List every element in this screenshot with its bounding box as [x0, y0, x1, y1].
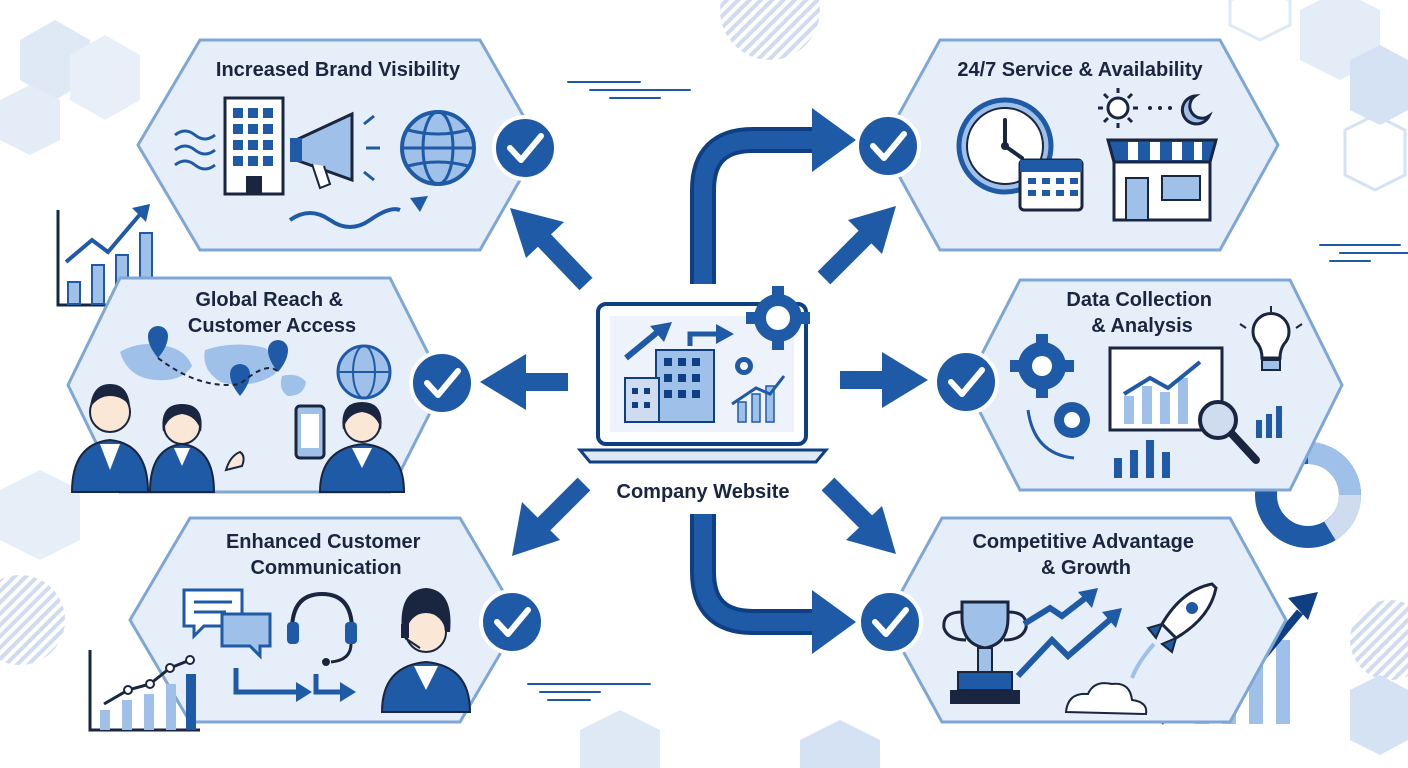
trophy-icon: [942, 600, 1028, 704]
globe-icon: [400, 110, 476, 186]
calendar-icon: [1018, 158, 1084, 212]
building-icon: [624, 349, 715, 423]
hand-icon: [224, 450, 245, 472]
check-icon: [479, 589, 545, 655]
benefit-global-reach: Global Reach & Customer Access: [66, 276, 475, 494]
magnifier-icon: [1198, 400, 1260, 464]
benefit-title: Competitive Advantage & Growth: [972, 531, 1199, 579]
benefit-customer-communication: Enhanced Customer Communication: [88, 516, 545, 732]
company-website-node: Company Website: [576, 286, 830, 503]
location-pin-icon: [148, 326, 288, 396]
trend-arrow-icon: [624, 322, 734, 361]
cloud-icon: [1064, 682, 1148, 716]
person-icon: [148, 404, 216, 493]
benefit-title: 24/7 Service & Availability: [957, 59, 1203, 81]
check-icon: [409, 350, 475, 416]
center-label: Company Website: [617, 481, 790, 503]
person-icon: [70, 384, 150, 493]
mini-bar-chart-icon: [1256, 406, 1282, 438]
bar-chart-icon: [731, 375, 786, 423]
gear-icon: [1010, 334, 1090, 460]
arrow-to-competitive-growth: [690, 477, 896, 654]
benefit-brand-visibility: Increased Brand Visibility: [136, 38, 558, 252]
lightbulb-icon: [1239, 306, 1303, 371]
line-chart-icon: [88, 650, 200, 732]
benefit-competitive-growth: Competitive Advantage & Growth: [857, 516, 1288, 724]
check-icon: [492, 115, 558, 181]
globe-icon: [336, 344, 392, 400]
rocket-icon: [1130, 582, 1218, 679]
arrow-to-customer-communication: [512, 477, 591, 556]
person-icon: [318, 402, 406, 493]
storefront-icon: [1106, 138, 1218, 222]
arrow-to-service-availability: [690, 108, 896, 285]
chat-bubble-icon: [182, 588, 272, 660]
headset-icon: [287, 591, 357, 666]
megaphone-icon: [290, 111, 380, 190]
check-icon: [857, 589, 923, 655]
check-icon: [855, 113, 921, 179]
sun-icon: [1098, 88, 1138, 128]
building-icon: [223, 96, 285, 196]
people-icon: [70, 384, 406, 493]
phone-icon: [294, 404, 326, 460]
arrow-to-global-reach: [480, 354, 568, 410]
benefit-title: Data Collection & Analysis: [1066, 289, 1217, 337]
growth-arrow-icon: [1015, 588, 1122, 679]
benefit-title: Increased Brand Visibility: [216, 59, 461, 81]
check-icon: [933, 349, 999, 415]
arrow-to-brand-visibility: [510, 208, 593, 291]
benefit-title: Global Reach & Customer Access: [188, 289, 356, 337]
benefit-service-availability: 24/7 Service & Availability: [855, 38, 1280, 252]
flow-arrow-icon: [233, 668, 342, 695]
benefit-title: Enhanced Customer Communication: [226, 531, 426, 579]
gear-icon: [735, 286, 810, 375]
support-agent-icon: [380, 588, 472, 713]
dots-icon: [1148, 106, 1172, 110]
connectors: [480, 108, 928, 654]
benefit-data-analysis: Data Collection & Analysis: [933, 278, 1344, 492]
wave-icon: [174, 129, 428, 229]
moon-icon: [1180, 93, 1213, 126]
arrow-to-data-analysis: [840, 352, 928, 408]
